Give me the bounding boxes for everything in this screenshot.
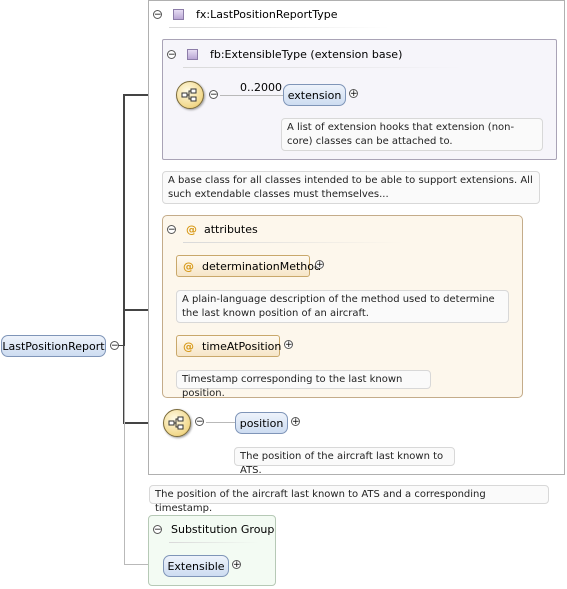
sequence-collapse-icon[interactable]: − [209, 90, 218, 100]
root-doc: The position of the aircraft last known … [149, 485, 549, 514]
sequence-compositor-icon[interactable] [163, 409, 191, 437]
sequence-glyph-icon [168, 416, 184, 430]
determination-method-expand-icon[interactable]: + [315, 260, 324, 270]
extension-element-label: extension [287, 88, 342, 102]
sequence-collapse-icon[interactable]: − [195, 417, 204, 427]
position-expand-icon[interactable]: + [291, 417, 300, 427]
extensible-expand-icon[interactable]: + [232, 560, 241, 570]
extension-cardinality: 0..2000 [240, 81, 282, 94]
sequence-compositor-icon[interactable] [176, 81, 204, 109]
attributes-at-icon: @ [186, 223, 197, 236]
complex-type-icon [173, 9, 184, 20]
time-at-position-expand-icon[interactable]: + [284, 340, 293, 350]
type-separator [169, 27, 389, 28]
root-collapse-icon[interactable]: − [110, 341, 119, 351]
connector-attributes [123, 309, 163, 311]
extension-base-separator [183, 67, 463, 68]
extension-type-icon [187, 49, 198, 60]
root-element-label: LastPositionReport [2, 339, 105, 353]
sequence-to-extension-line [220, 95, 283, 96]
extensible-element[interactable]: Extensible [163, 555, 229, 577]
attributes-title: attributes [204, 223, 258, 236]
connector-substitution-h [124, 564, 164, 565]
type-doc: A base class for all classes intended to… [162, 171, 540, 204]
sequence-to-position-line [206, 422, 235, 423]
position-element[interactable]: position [235, 412, 288, 434]
sequence-glyph-icon [181, 88, 197, 102]
attribute-at-icon: @ [183, 259, 194, 273]
attribute-label: timeAtPosition [202, 339, 282, 353]
attribute-label: determinationMethod [202, 259, 321, 273]
attributes-collapse-icon[interactable]: − [167, 225, 176, 235]
attribute-time-at-position[interactable]: @ timeAtPosition [176, 335, 282, 357]
extension-expand-icon[interactable]: + [349, 89, 358, 99]
extension-base-collapse-icon[interactable]: − [167, 50, 176, 60]
root-element[interactable]: LastPositionReport [1, 335, 106, 357]
substitution-collapse-icon[interactable]: − [153, 525, 162, 535]
extension-base-title: fb:ExtensibleType (extension base) [210, 48, 403, 61]
position-doc: The position of the aircraft last known … [234, 447, 455, 476]
determination-method-doc: A plain-language description of the meth… [176, 290, 509, 323]
connector-trunk [123, 94, 125, 424]
extension-element[interactable]: extension [283, 84, 346, 106]
type-collapse-icon[interactable]: − [153, 10, 162, 20]
substitution-group-title: Substitution Group [171, 523, 275, 536]
attribute-determination-method[interactable]: @ determinationMethod [176, 255, 321, 277]
time-at-position-doc: Timestamp corresponding to the last know… [176, 370, 431, 399]
position-element-label: position [239, 416, 284, 430]
attributes-separator [183, 242, 403, 243]
type-title: fx:LastPositionReportType [196, 8, 338, 21]
substitution-separator [169, 542, 259, 543]
extension-doc: A list of extension hooks that extension… [281, 118, 543, 151]
extensible-element-label: Extensible [167, 559, 225, 573]
attribute-at-icon: @ [183, 339, 194, 353]
connector-substitution [124, 346, 125, 565]
